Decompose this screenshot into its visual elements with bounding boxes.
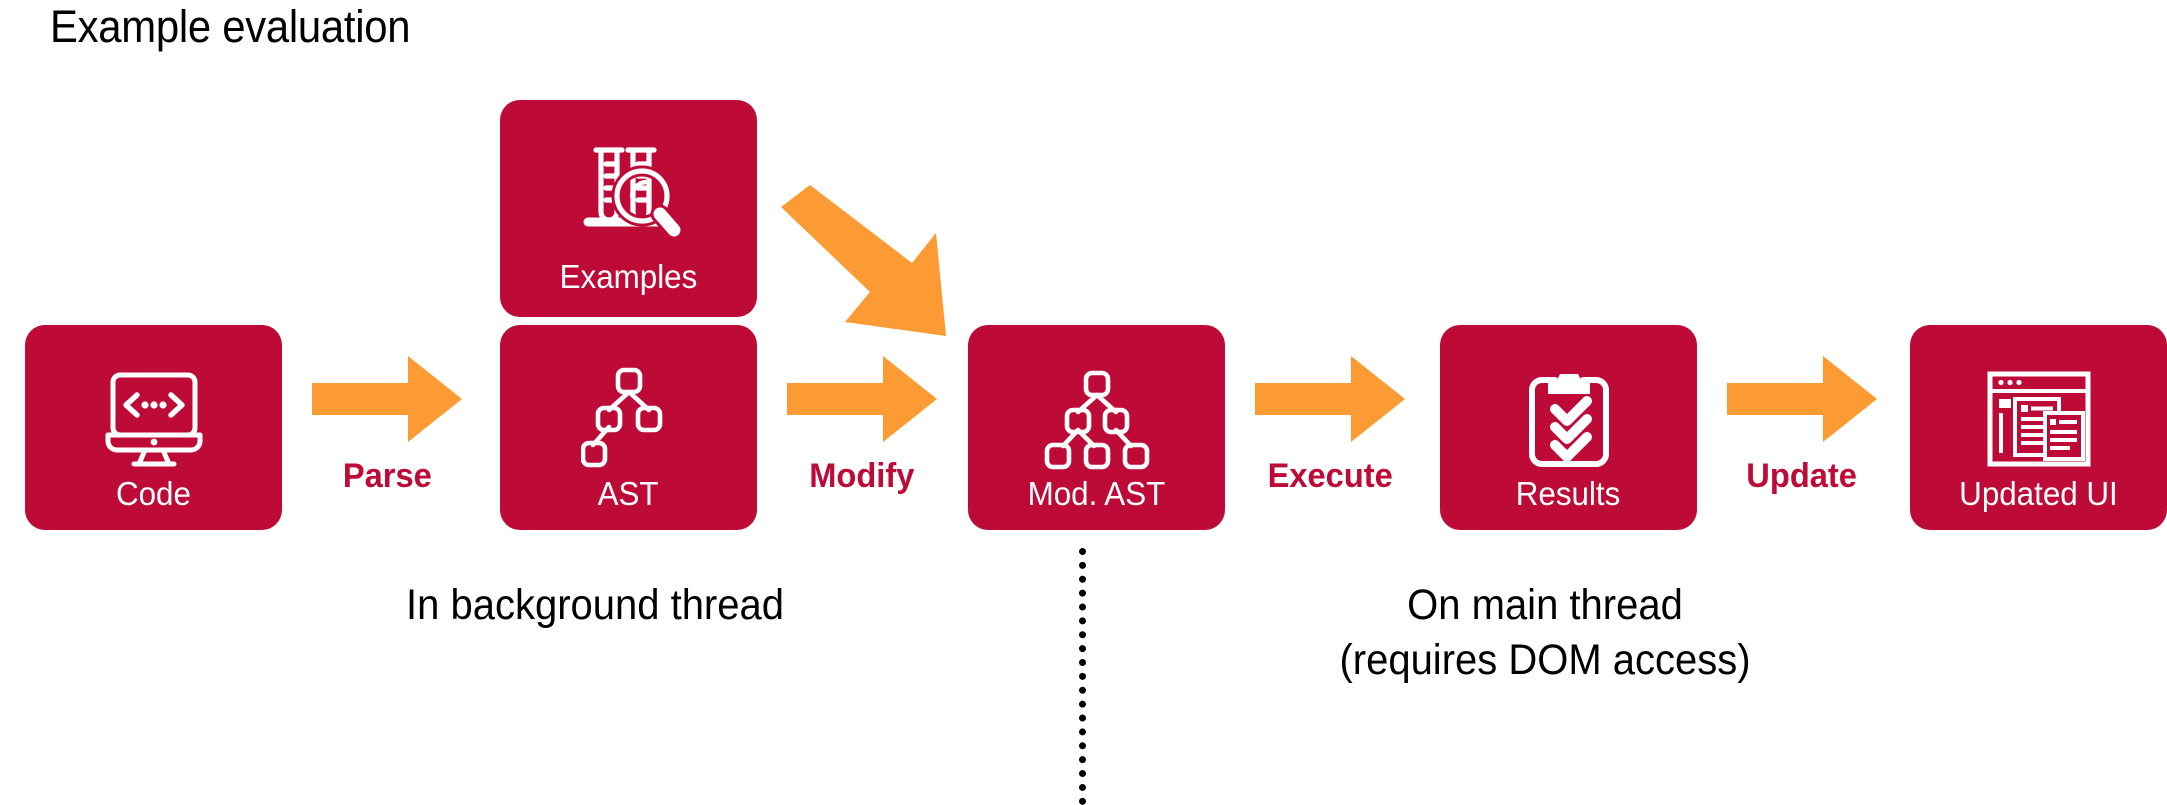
background-thread-caption: In background thread [270,578,921,633]
transition-label-modify: Modify [809,457,915,495]
transition-label-update: Update [1746,457,1858,495]
transition-parse: Parse [282,356,492,493]
main-thread-caption-line1: On main thread [1407,581,1683,629]
arrow-right-icon [1255,356,1405,447]
stage-box-mod-ast[interactable]: Mod. AST [968,325,1225,530]
clipboard-checks-icon [1525,369,1613,469]
stage-box-ast[interactable]: AST [500,325,757,530]
stage-box-updated-ui[interactable]: Updated UI [1910,325,2167,530]
tree-nodes-icon [580,365,677,469]
dotted-vertical-divider [1079,548,1086,805]
arrow-right-icon [1727,356,1877,447]
test-tubes-magnifier-icon [570,138,688,250]
stage-label-updated-ui: Updated UI [1959,475,2118,512]
stage-box-code[interactable]: Code [25,325,282,530]
browser-window-icon [1985,369,2093,469]
transition-update: Update [1697,356,1907,493]
arrow-right-icon [312,356,462,447]
stage-label-mod-ast: Mod. AST [1027,475,1166,512]
transition-execute: Execute [1225,356,1435,493]
main-thread-caption: On main thread (requires DOM access) [1220,578,1871,688]
stage-label-code: Code [116,475,191,512]
stage-box-results[interactable]: Results [1440,325,1697,530]
main-thread-caption-line2: (requires DOM access) [1339,636,1751,685]
arrow-right-icon [787,356,937,447]
page-title: Example evaluation [50,1,411,52]
background-thread-caption-line: In background thread [406,581,784,629]
transition-label-execute: Execute [1267,457,1393,495]
stage-label-ast: AST [598,475,659,512]
stage-label-results: Results [1516,475,1621,512]
stage-box-examples[interactable]: Examples [500,100,757,317]
tree-nodes-full-icon [1042,367,1152,471]
arrow-diagonal-down-right-icon [770,185,970,350]
transition-label-parse: Parse [342,457,432,495]
transition-modify: Modify [757,356,967,493]
stage-label-examples: Examples [559,258,698,295]
monitor-code-icon [101,369,207,469]
